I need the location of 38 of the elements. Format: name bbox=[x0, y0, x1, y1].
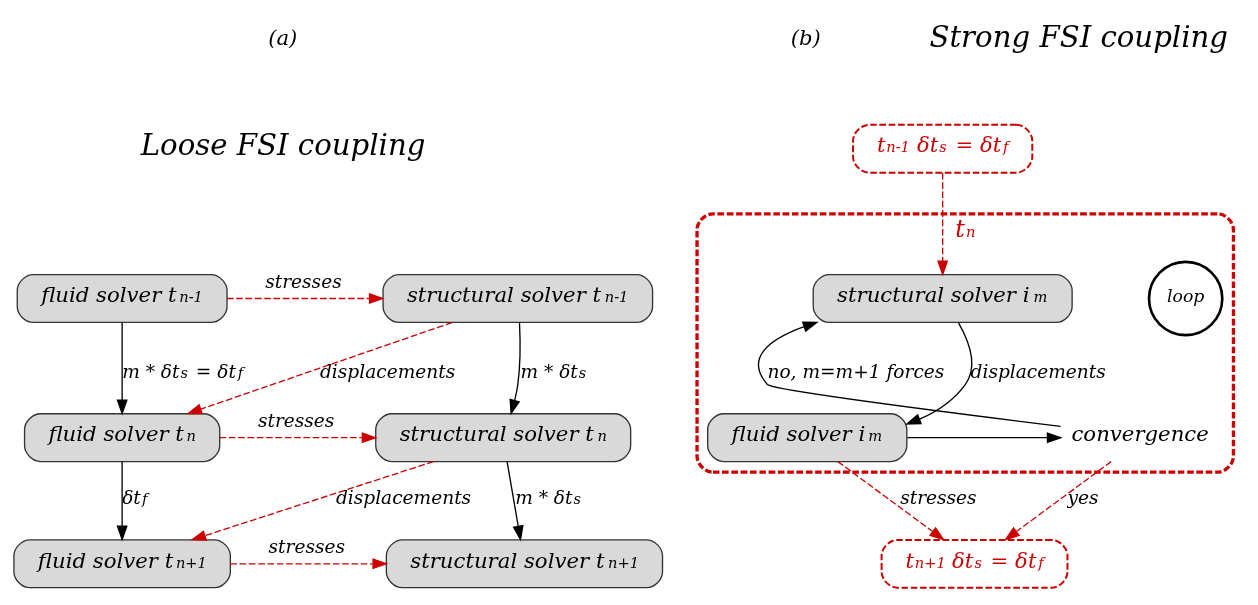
edge-label: m * δts = δtf bbox=[122, 361, 244, 383]
arrow bbox=[905, 321, 973, 425]
edge-label: stresses bbox=[265, 271, 342, 293]
arrow bbox=[116, 322, 128, 416]
node-box: fluid solver tn bbox=[23, 413, 221, 463]
label: (b) bbox=[790, 24, 821, 50]
arrow bbox=[509, 321, 521, 416]
edge-label: displacements bbox=[335, 487, 472, 509]
node-box: fluid solver tn-1 bbox=[16, 273, 228, 324]
edge-label: displacements bbox=[970, 361, 1106, 383]
node-text: convergence bbox=[1071, 421, 1209, 447]
node-box: fluid solver tn+1 bbox=[13, 539, 231, 589]
node-box: tn-1 δts = δtf bbox=[852, 123, 1034, 174]
edge-label: stresses bbox=[257, 410, 335, 432]
arrow bbox=[506, 460, 524, 542]
arrow bbox=[190, 460, 434, 541]
edge-label: stresses bbox=[268, 536, 346, 558]
arrow bbox=[757, 321, 1062, 428]
label: (a) bbox=[268, 24, 298, 50]
node-box: tn+1 δts = δtf bbox=[880, 538, 1069, 589]
arrow bbox=[1004, 460, 1112, 541]
edge-label: no, m=m+1 forces bbox=[767, 361, 945, 383]
arrow bbox=[186, 321, 453, 415]
label: Strong FSI coupling bbox=[929, 20, 1229, 55]
label: Loose FSI coupling bbox=[140, 127, 426, 162]
edge-label: stresses bbox=[900, 487, 977, 509]
arrow bbox=[837, 460, 946, 541]
arrow bbox=[906, 432, 1063, 444]
arrow bbox=[219, 432, 378, 444]
arrow bbox=[116, 460, 128, 542]
edge-label: m * δts bbox=[520, 361, 587, 383]
label: loop bbox=[1167, 285, 1205, 306]
arrow bbox=[226, 292, 385, 305]
edge-label: m * δts bbox=[515, 487, 582, 509]
edge-label: displacements bbox=[319, 361, 456, 383]
arrow bbox=[229, 558, 389, 570]
arrow bbox=[937, 172, 949, 277]
edge-label: yes bbox=[1067, 487, 1099, 509]
